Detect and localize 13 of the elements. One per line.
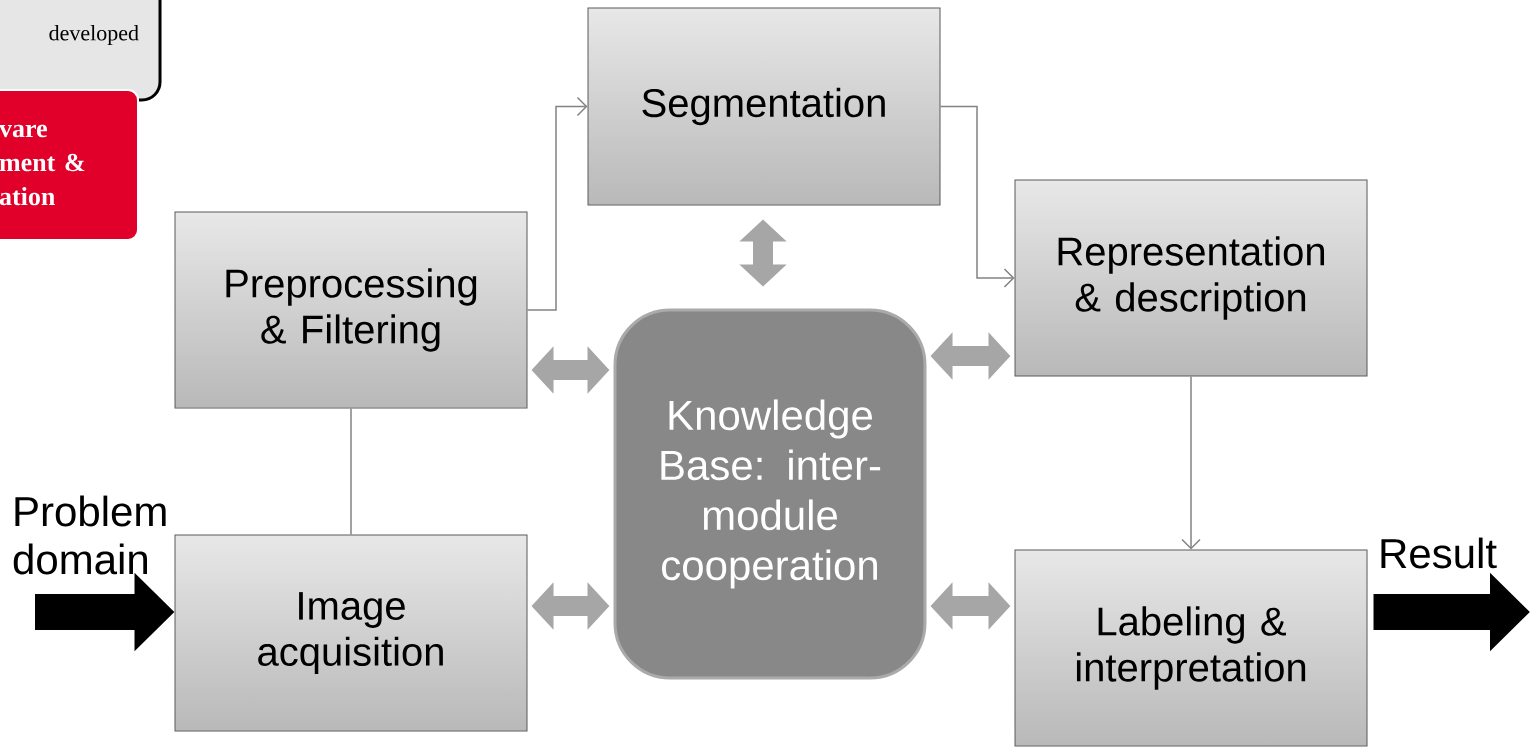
arrow <box>526 96 588 311</box>
arrow <box>939 105 1015 288</box>
process-box: Preprocessing & Filtering <box>174 211 528 409</box>
side-label: Result <box>1381 537 1497 569</box>
knowledge-base-box: Knowledge Base: inter-module cooperation <box>613 308 927 680</box>
process-box: Representation & description <box>1014 179 1368 377</box>
heading-box: vare ment & ation <box>0 89 139 241</box>
note-box: developed <box>0 0 162 102</box>
side-label: Problem domain <box>13 495 166 575</box>
process-box: Image acquisition <box>174 534 528 732</box>
process-box: Labeling & interpretation <box>1014 549 1368 747</box>
process-box: Segmentation <box>587 7 941 206</box>
arrow <box>1181 375 1201 550</box>
